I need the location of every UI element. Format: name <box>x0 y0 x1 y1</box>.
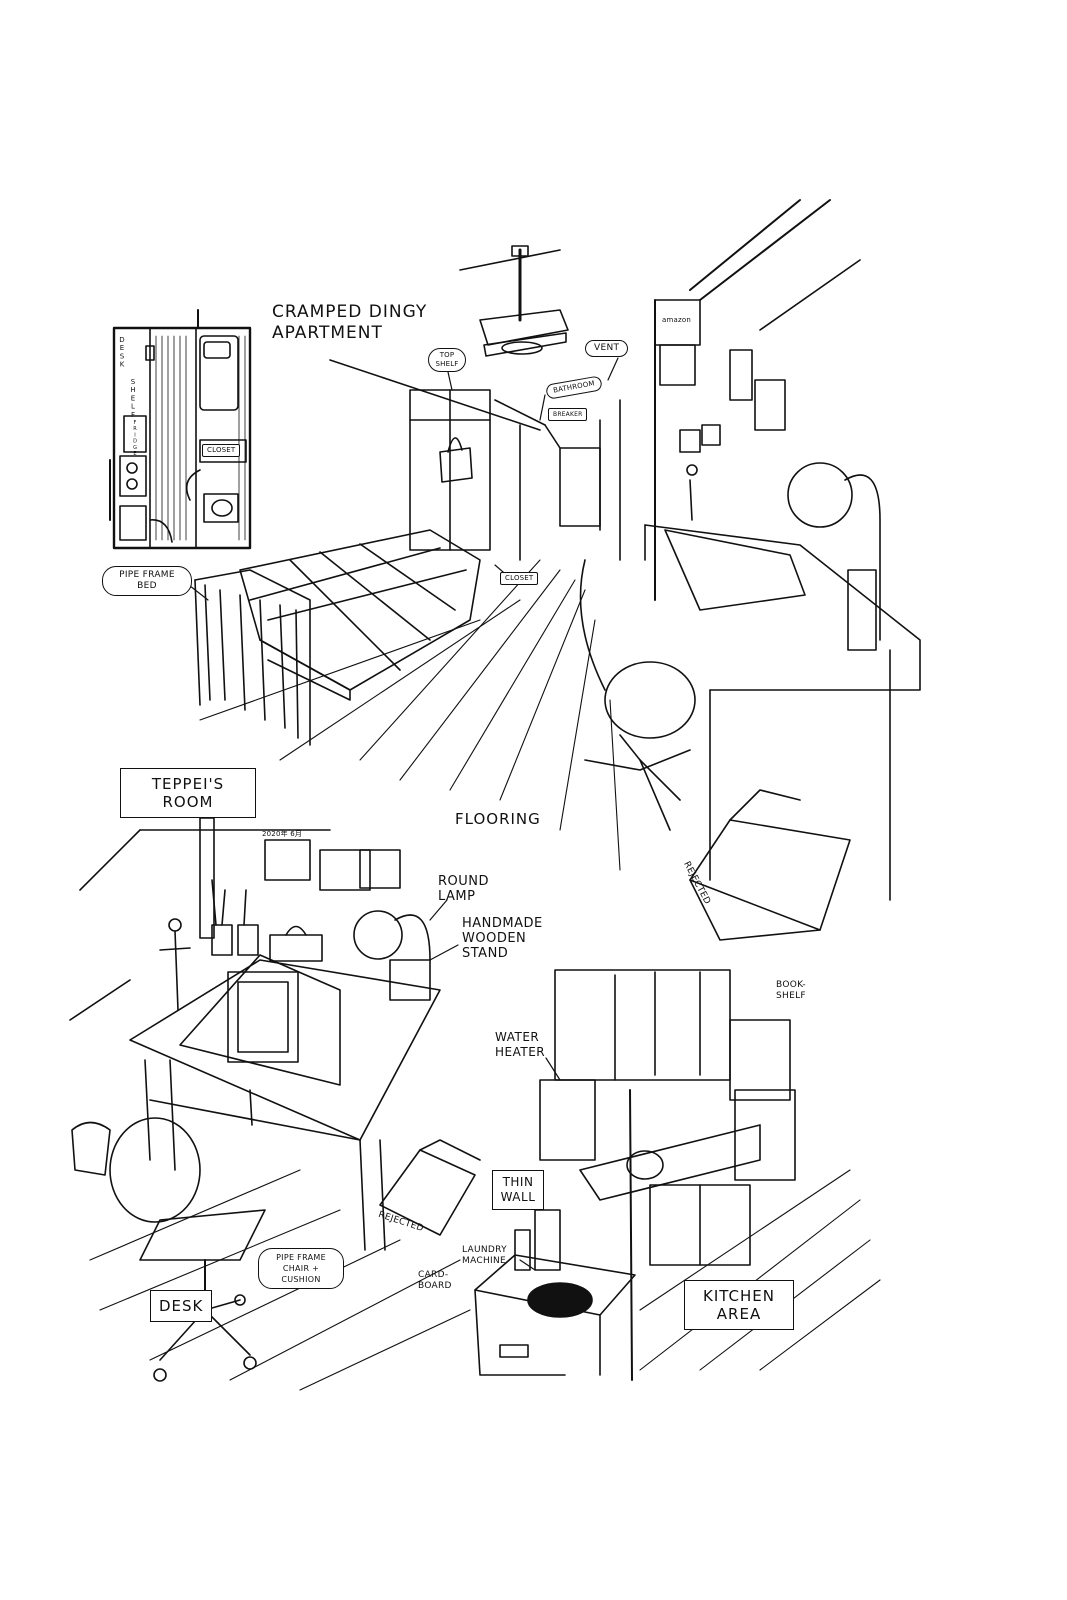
book-shelf-label: BOOK-SHELF <box>776 980 806 1001</box>
flooring-label: FLOORING <box>455 810 541 828</box>
bedroom-hallway-sketch <box>194 199 921 941</box>
breaker-label: BREAKER <box>548 408 588 421</box>
floor-plan-desk-label: DESK <box>118 336 126 369</box>
teppei-desk-sketch <box>69 817 481 1391</box>
apartment-title: CRAMPED DINGY APARTMENT <box>272 302 428 343</box>
pipe-frame-chair-label: PIPE FRAME CHAIR + CUSHION <box>258 1248 344 1289</box>
water-heater-label: WATER HEATER <box>495 1030 546 1059</box>
floor-plan-sketch <box>109 309 252 550</box>
kitchen-sketch <box>474 969 881 1381</box>
kitchen-area-label: KITCHEN AREA <box>684 1280 794 1330</box>
handmade-wooden-stand-label: HANDMADE WOODEN STAND <box>462 916 543 961</box>
closet-label: CLOSET <box>500 572 539 585</box>
cardboard-label: CARD-BOARD <box>418 1270 452 1291</box>
top-shelf-label: TOP SHELF <box>428 348 466 372</box>
floor-plan-shelf-label: SHELF <box>129 378 137 419</box>
floor-plan-fridge-label: FRIDGE <box>132 420 138 458</box>
pipe-frame-bed-label: PIPE FRAME BED <box>102 566 192 596</box>
amazon-box-text: amazon <box>662 316 691 324</box>
calendar-text: 2020年 6月 <box>262 830 303 838</box>
thin-wall-label: THIN WALL <box>492 1170 544 1210</box>
round-lamp-label: ROUND LAMP <box>438 874 490 904</box>
teppei-room-label: TEPPEI'S ROOM <box>120 768 256 818</box>
desk-label: DESK <box>150 1290 213 1322</box>
laundry-machine-label: LAUNDRY MACHINE <box>462 1245 507 1266</box>
floor-plan-closet-label: CLOSET <box>202 444 241 457</box>
vent-label: VENT <box>585 340 629 357</box>
